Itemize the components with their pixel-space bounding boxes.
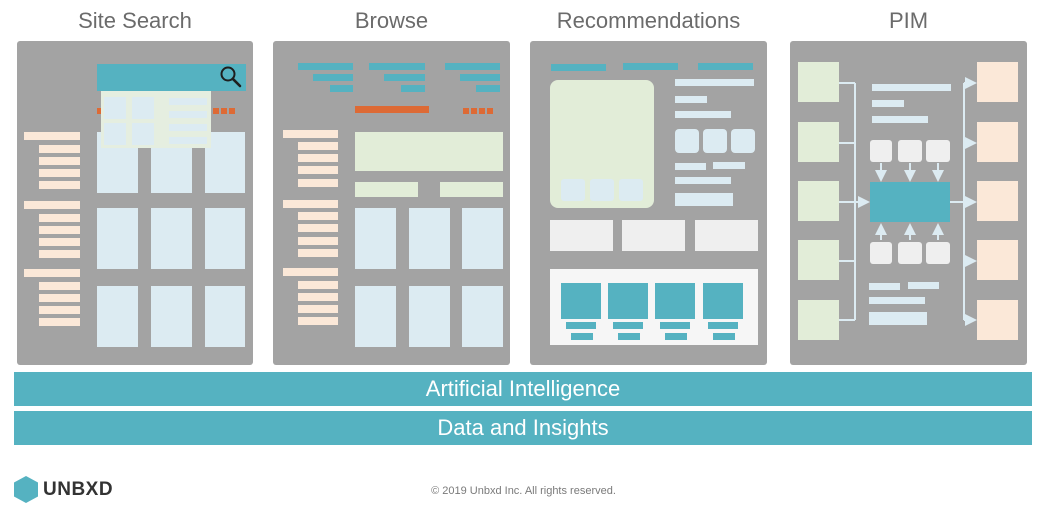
product-image	[550, 80, 654, 208]
recommendations-title: Recommendations	[556, 8, 741, 33]
recommendation-widget	[550, 269, 758, 345]
copyright-text: © 2019 Unbxd Inc. All rights reserved.	[431, 485, 616, 497]
recommendations-panel	[530, 41, 767, 365]
browse-panel	[273, 41, 510, 365]
data-insights-band: Data and Insights	[14, 411, 1032, 445]
site-search-panel	[17, 41, 253, 365]
brand-name: UNBXD	[43, 479, 114, 500]
search-bar	[97, 64, 246, 91]
pim-hub	[870, 182, 950, 222]
pim-panel	[790, 41, 1027, 365]
pim-title: PIM	[888, 8, 929, 33]
browse-title: Browse	[354, 8, 429, 33]
site-search-title: Site Search	[78, 8, 192, 33]
ai-band: Artificial Intelligence	[14, 372, 1032, 406]
magnifier-icon	[220, 66, 242, 88]
hexagon-logo-icon	[14, 476, 38, 503]
promo-banner	[355, 132, 503, 171]
autosuggest-dropdown	[101, 91, 211, 148]
